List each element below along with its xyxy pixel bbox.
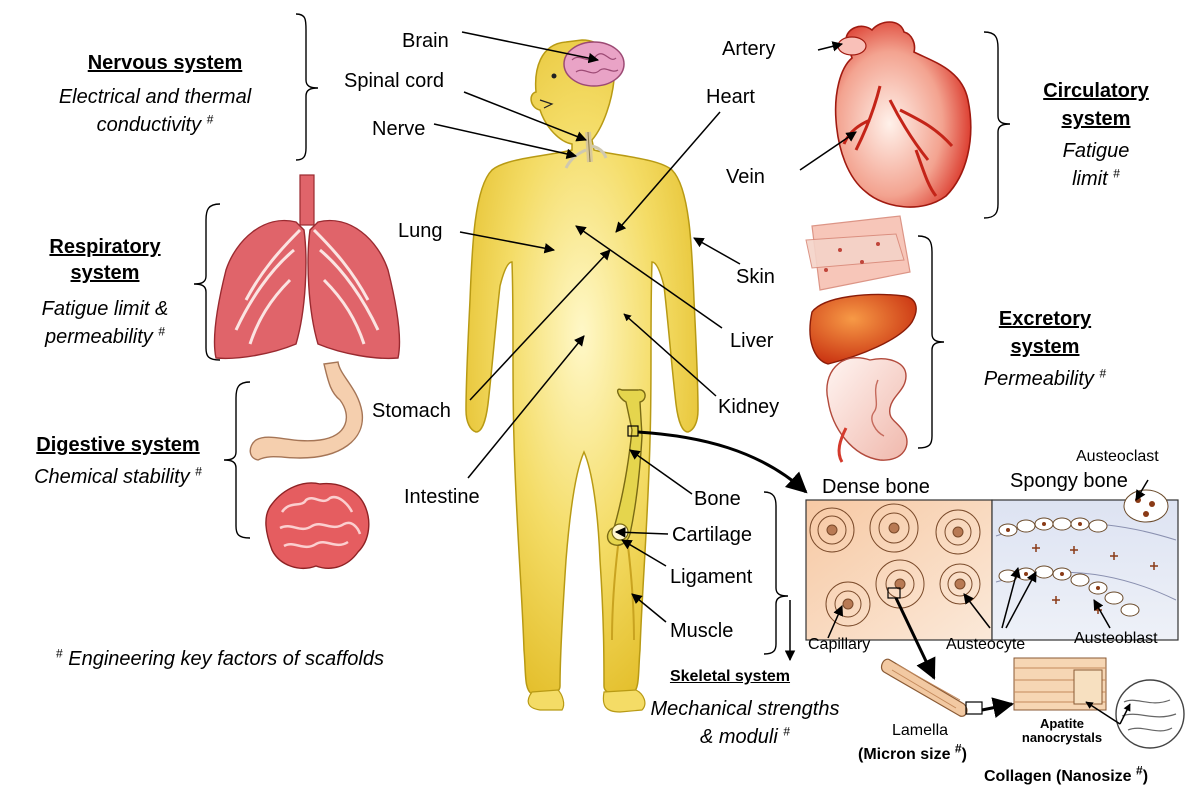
label-artery: Artery — [722, 38, 775, 60]
respiratory-system-factor-line1: Fatigue limit & — [10, 298, 200, 320]
label-intestine: Intestine — [404, 486, 480, 508]
footnote: # Engineering key factors of scaffolds — [56, 648, 384, 670]
label-muscle: Muscle — [670, 620, 733, 642]
skeletal-system-factor-line1: Mechanical strengths — [620, 698, 870, 720]
intestine-illustration — [266, 483, 369, 568]
circulatory-system-title-line2: system — [1016, 108, 1176, 130]
skeletal-system-title: Skeletal system — [630, 668, 830, 686]
label-dense-bone: Dense bone — [822, 476, 930, 498]
label-apatite-line2: nanocrystals — [1016, 730, 1108, 745]
label-kidney: Kidney — [718, 396, 779, 418]
nervous-system-title: Nervous system — [60, 52, 270, 74]
spongy-bone-panel — [992, 490, 1178, 640]
excretory-system-factor: Permeability # — [960, 368, 1130, 390]
label-brain: Brain — [402, 30, 449, 52]
label-vein: Vein — [726, 166, 765, 188]
label-stomach: Stomach — [372, 400, 451, 422]
label-skin: Skin — [736, 266, 775, 288]
label-austeocyte: Austeocyte — [946, 636, 1025, 654]
label-lamella-size: (Micron size #) — [858, 746, 967, 764]
nervous-system-factor-line2: conductivity # — [40, 114, 270, 136]
label-capillary: Capillary — [808, 636, 870, 654]
skin-illustration — [806, 216, 910, 290]
circulatory-system-title-line1: Circulatory — [1016, 80, 1176, 102]
label-spinal-cord: Spinal cord — [344, 70, 444, 92]
respiratory-system-title-line1: Respiratory — [30, 236, 180, 258]
kidney-illustration — [827, 358, 907, 462]
brain-illustration — [564, 42, 624, 86]
label-heart: Heart — [706, 86, 755, 108]
label-austeoclast: Austeoclast — [1076, 448, 1159, 466]
dense-bone-panel — [806, 500, 992, 640]
lamella-illustration — [882, 659, 982, 716]
label-collagen: Collagen (Nanosize #) — [984, 768, 1148, 786]
digestive-system-title: Digestive system — [8, 434, 228, 456]
digestive-system-factor: Chemical stability # — [8, 466, 228, 488]
stomach-illustration — [250, 362, 362, 460]
circulatory-system-factor-line1: Fatigue — [1016, 140, 1176, 162]
label-spongy-bone: Spongy bone — [1010, 470, 1128, 492]
label-lamella: Lamella — [892, 722, 948, 740]
heart-illustration — [836, 22, 971, 207]
circulatory-system-factor-line2: limit # — [1016, 168, 1176, 190]
respiratory-system-factor-line2: permeability # — [10, 326, 200, 348]
human-body-figure — [466, 40, 698, 712]
label-austeoblast: Austeoblast — [1074, 630, 1158, 648]
respiratory-system-title-line2: system — [30, 262, 180, 284]
label-apatite-line1: Apatite — [1022, 716, 1102, 731]
lungs-illustration — [214, 175, 399, 358]
skeletal-system-factor-line2: & moduli # — [620, 726, 870, 748]
excretory-system-title-line1: Excretory — [960, 308, 1130, 330]
label-lung: Lung — [398, 220, 443, 242]
label-cartilage: Cartilage — [672, 524, 752, 546]
nervous-system-factor-line1: Electrical and thermal — [20, 86, 290, 108]
label-bone: Bone — [694, 488, 741, 510]
excretory-system-title-line2: system — [960, 336, 1130, 358]
liver-illustration — [810, 295, 916, 364]
label-ligament: Ligament — [670, 566, 752, 588]
label-liver: Liver — [730, 330, 773, 352]
label-nerve: Nerve — [372, 118, 425, 140]
